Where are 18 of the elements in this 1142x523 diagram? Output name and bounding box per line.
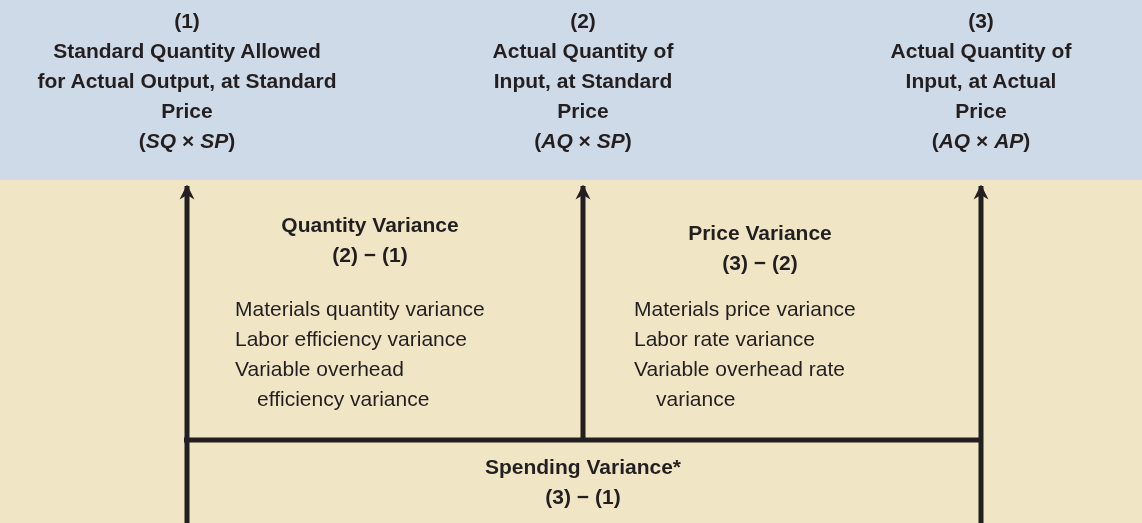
arrow	[575, 184, 591, 440]
column-header: (2) Actual Quantity of Input, at Standard Price (AQ × SP)	[433, 0, 733, 186]
column-header: (1) Standard Quantity Allowed for Actual Output, at Standard Price (SQ × SP)	[2, 0, 372, 186]
variance-item: Labor efficiency variance	[235, 326, 468, 352]
arrow	[179, 184, 195, 523]
variance-formula: (3) − (2)	[721, 250, 799, 276]
variance-item: Labor rate variance	[634, 326, 816, 352]
variance-formula: (2) − (1)	[331, 242, 409, 268]
variance-heading: Spending Variance*	[483, 454, 683, 480]
column-header: (3) Actual Quantity of Input, at Actual Price (AQ × AP)	[831, 0, 1131, 186]
variance-item: Materials price variance	[634, 296, 857, 322]
arrow	[973, 184, 989, 523]
variance-heading: Quantity Variance	[280, 212, 460, 238]
variance-item: Materials quantity variance	[235, 296, 486, 322]
variance-item: Variable overhead efficiency variance	[235, 356, 431, 412]
variance-item: Variable overhead rate variance	[634, 356, 846, 412]
variance-formula: (3) − (1)	[544, 484, 622, 510]
variance-heading: Price Variance	[687, 220, 833, 246]
